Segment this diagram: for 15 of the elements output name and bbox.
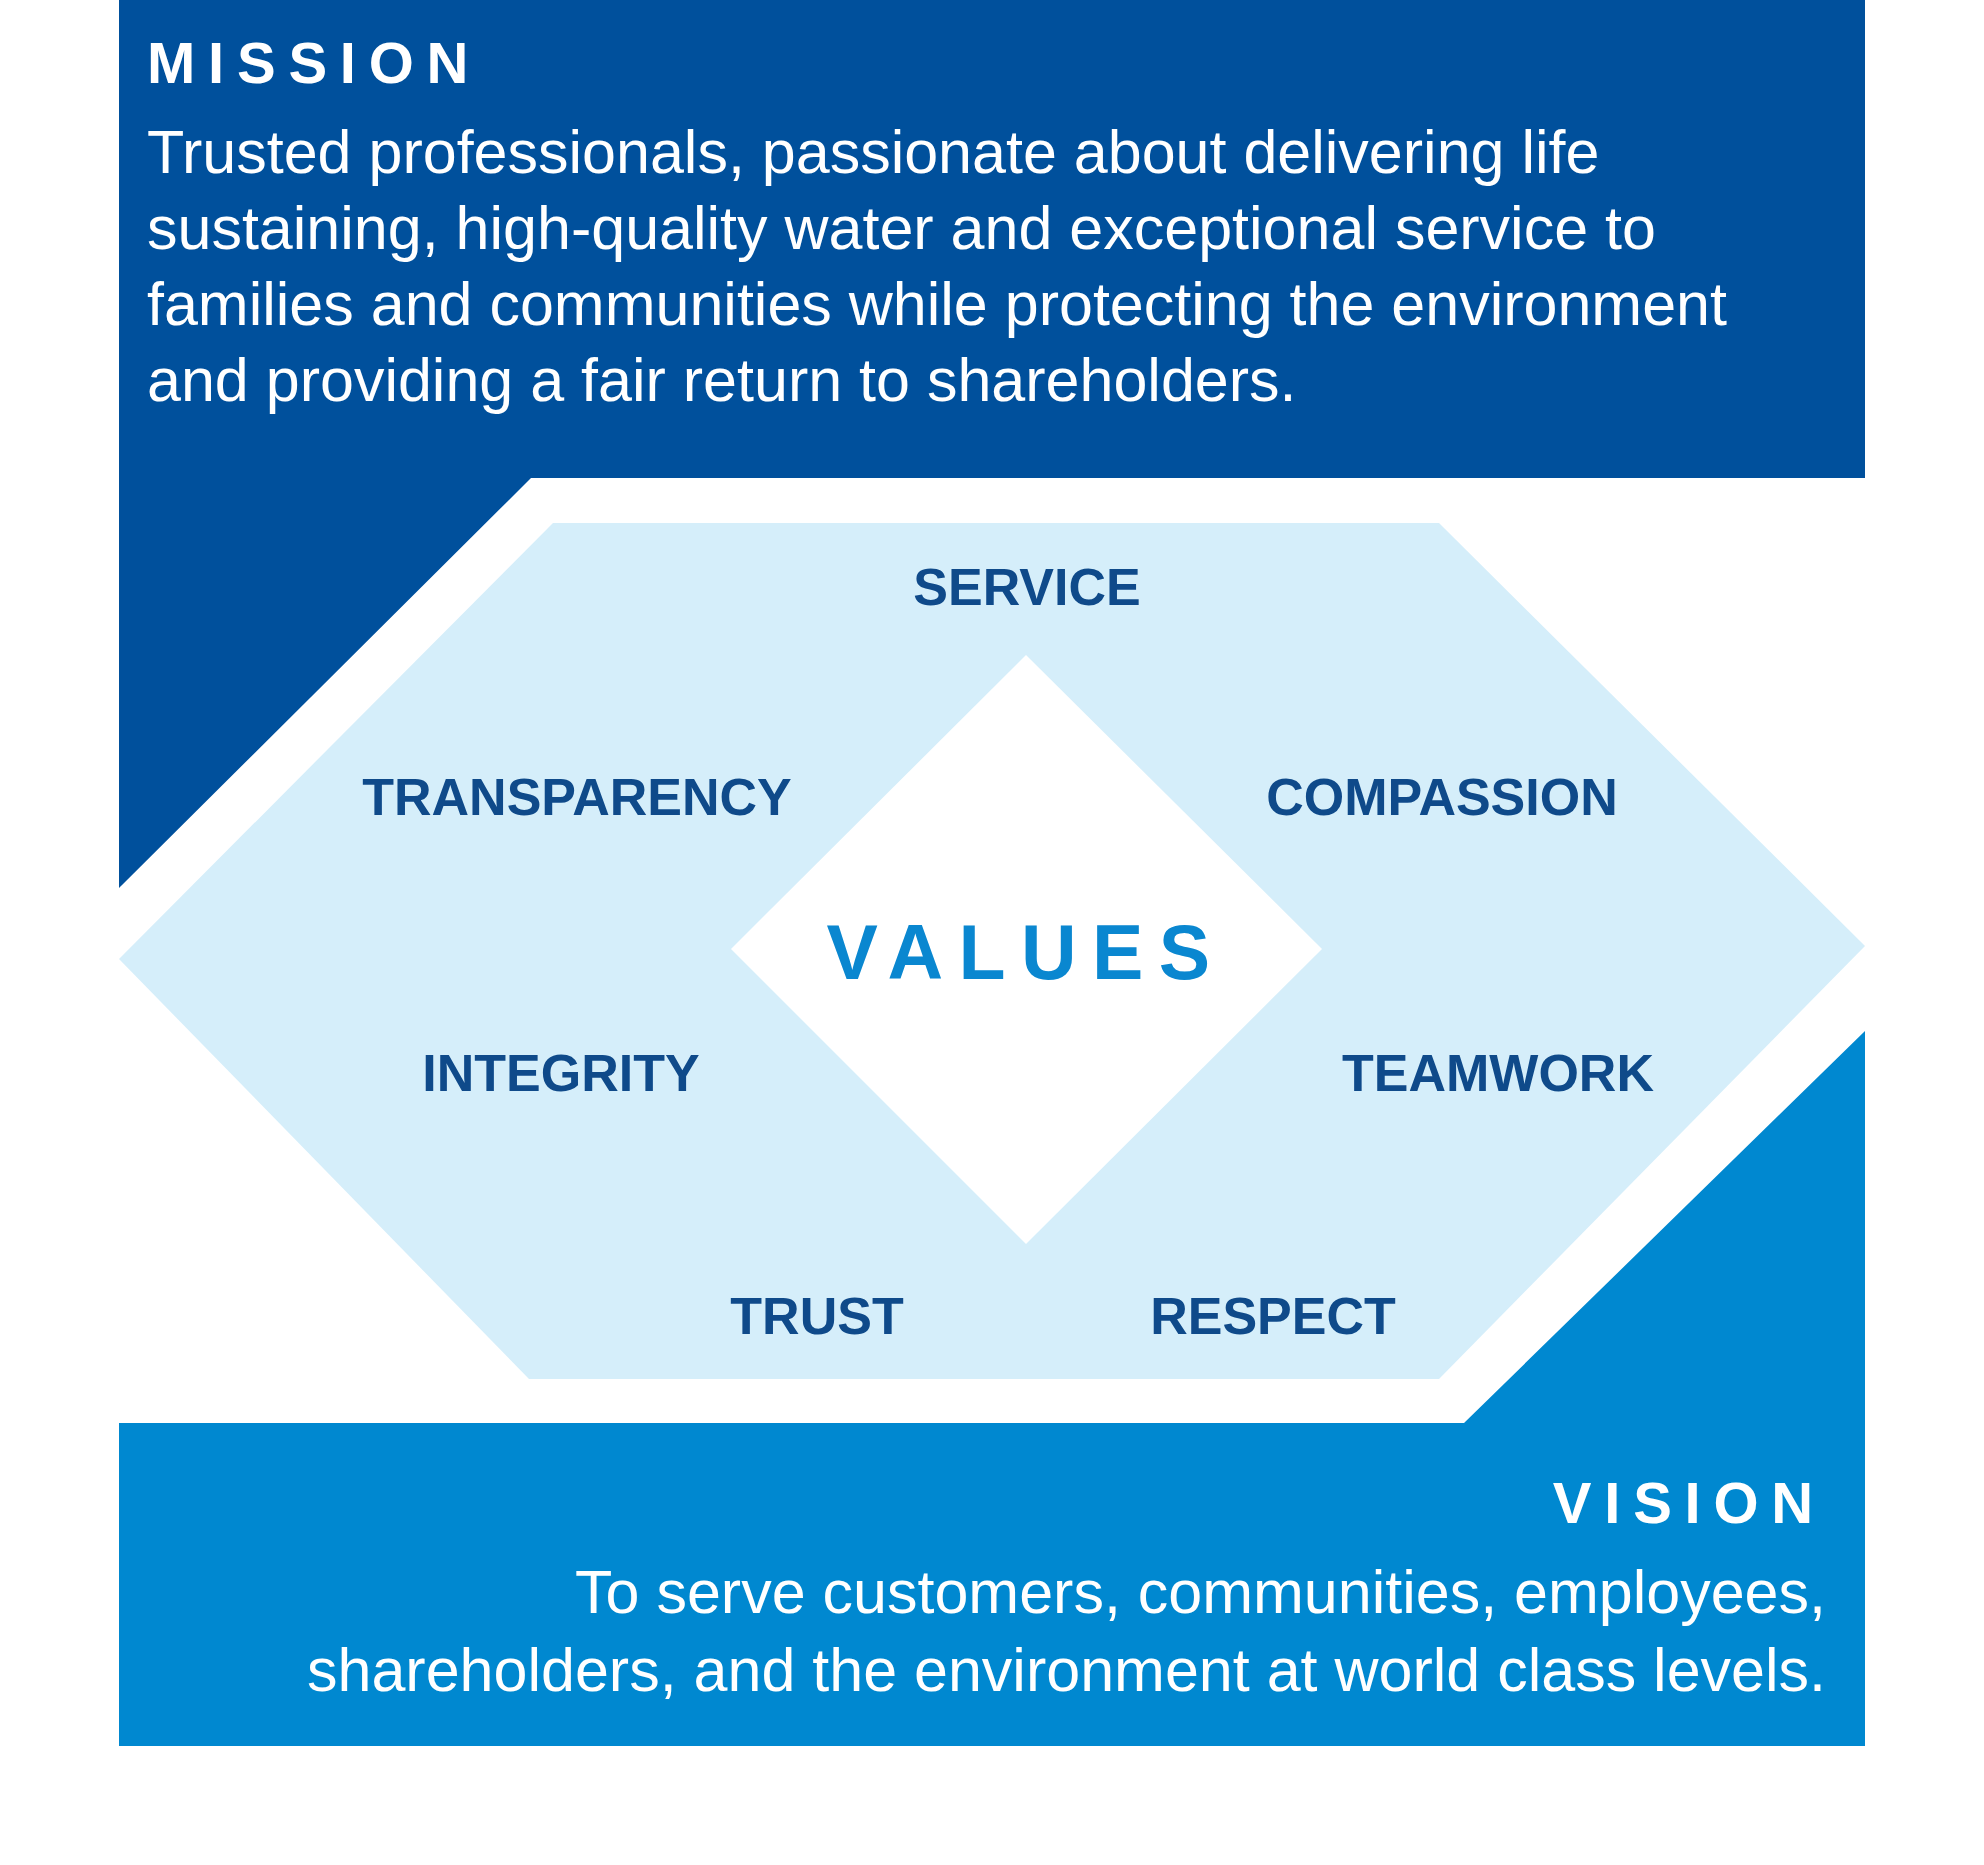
value-label: TEAMWORK bbox=[1342, 1044, 1654, 1104]
value-label: RESPECT bbox=[1150, 1287, 1396, 1347]
mission-heading: MISSION bbox=[147, 29, 482, 97]
vision-text: To serve customers, communities, employees, shareholders, and the environment at world class levels. bbox=[306, 1557, 1826, 1706]
value-label: SERVICE bbox=[913, 558, 1141, 618]
value-label: COMPASSION bbox=[1266, 768, 1618, 828]
value-label: TRANSPARENCY bbox=[362, 768, 792, 828]
values-heading: VALUES bbox=[826, 907, 1226, 997]
vision-band bbox=[119, 1031, 1865, 1746]
value-label: INTEGRITY bbox=[422, 1044, 700, 1104]
mission-text: Trusted professionals, passionate about delivering life sustaining, high-quality water and exceptional service to families and communities while protecting the environment and providing a fair return to shareholders. bbox=[147, 117, 1728, 416]
mission-band bbox=[119, 0, 1865, 888]
value-label: TRUST bbox=[730, 1287, 904, 1347]
vision-heading: VISION bbox=[1552, 1469, 1826, 1537]
values-hexagon bbox=[119, 523, 1865, 1379]
